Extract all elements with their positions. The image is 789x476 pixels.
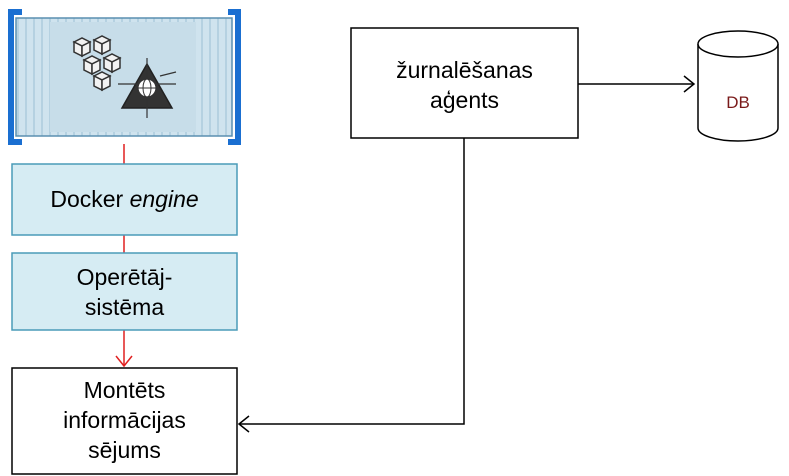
agent-box <box>350 27 579 139</box>
arrow-agent-to-db <box>578 75 696 93</box>
cubes-icon <box>72 35 122 92</box>
container-center-panel <box>50 22 196 132</box>
volume-box <box>11 367 238 475</box>
os-node: Operētāj- sistēma <box>11 252 238 331</box>
arrowhead-to-volume <box>115 355 133 368</box>
db-cylinder-top <box>697 30 779 58</box>
os-label-line2: sistēma <box>85 294 164 320</box>
os-label-line1: Operētāj- <box>77 264 173 290</box>
db-node: DB <box>697 30 779 142</box>
docker-engine-label: Docker engine <box>50 186 198 212</box>
network-triangle-icon <box>118 58 177 118</box>
volume-node: Montēts informācijas sējums <box>11 367 238 475</box>
stack-connectors <box>115 144 133 368</box>
agent-label-line2: aģents <box>430 87 499 113</box>
volume-label-line2: informācijas <box>63 407 186 433</box>
docker-engine-box <box>11 163 238 236</box>
volume-label-line1: Montēts <box>84 377 166 403</box>
agent-label-line1: žurnalēšanas <box>396 57 533 83</box>
volume-label-line3: sējums <box>88 437 161 463</box>
container-right-bracket <box>228 9 241 145</box>
docker-engine-node: Docker engine <box>11 163 238 236</box>
container-node <box>8 9 241 145</box>
os-box <box>11 252 238 331</box>
container-left-bracket <box>8 9 22 145</box>
arrow-agent-to-volume <box>237 138 465 433</box>
agent-node: žurnalēšanas aģents <box>350 27 579 139</box>
db-cylinder-body <box>697 44 779 142</box>
db-label: DB <box>726 93 750 112</box>
